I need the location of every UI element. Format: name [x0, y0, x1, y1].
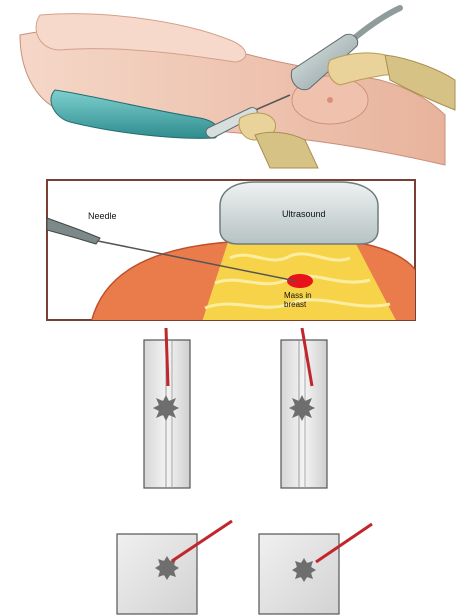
view-needle-deflected — [281, 328, 327, 488]
biopsy-procedure-illustration — [0, 0, 458, 170]
mass-label-line-1: Mass in — [284, 291, 312, 300]
square-view-right — [259, 524, 372, 614]
view-needle-aligned — [144, 328, 190, 488]
ultrasound-label: Ultrasound — [282, 209, 326, 219]
nipple — [327, 97, 333, 103]
lesion-icon — [292, 558, 316, 582]
needle-approach-views — [0, 515, 458, 615]
cross-section-diagram — [0, 178, 458, 328]
breast-mass — [287, 274, 313, 288]
square-view-left — [117, 521, 232, 614]
lesion-icon — [289, 395, 315, 421]
mass-label: Mass in breast — [284, 291, 312, 309]
needle-red — [166, 328, 168, 386]
needle-trajectory-views — [0, 328, 458, 503]
lesion-icon — [153, 395, 179, 421]
needle-label: Needle — [88, 211, 117, 221]
probe-cable — [352, 8, 400, 40]
mass-label-line-2: breast — [284, 300, 312, 309]
